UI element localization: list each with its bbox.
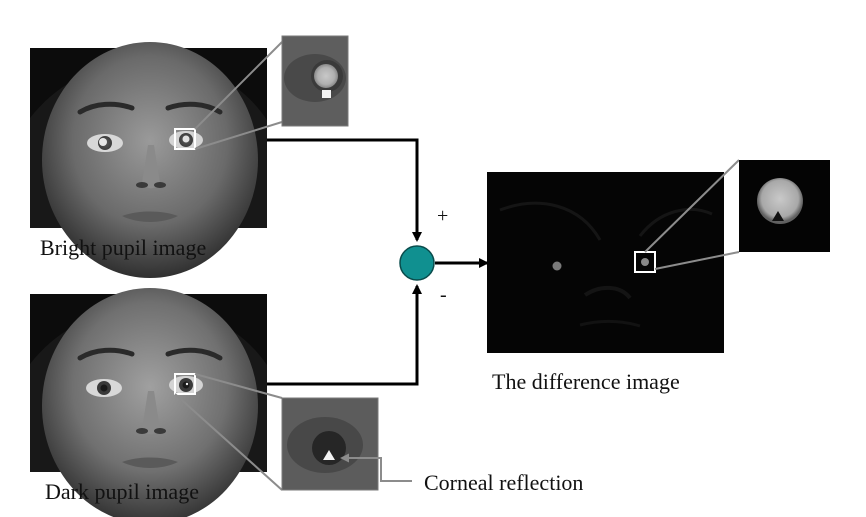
difference-zoom-leader-top bbox=[644, 159, 740, 253]
dark-pupil-zoom-inset bbox=[281, 397, 379, 491]
subtract-node bbox=[399, 245, 435, 281]
difference-caption: The difference image bbox=[492, 369, 680, 394]
bright-zoom-leader-bottom bbox=[194, 121, 283, 150]
bright-pupil-zoom-inset bbox=[281, 35, 349, 127]
dark-zoom-leader-top bbox=[194, 373, 283, 399]
dark-to-node-arrow bbox=[267, 284, 422, 386]
difference-pupil-zoom-inset bbox=[739, 160, 830, 252]
plus-sign: + bbox=[437, 205, 449, 227]
corneal-reflection-pointer bbox=[340, 453, 412, 482]
bright-eye-highlight-box bbox=[174, 128, 196, 150]
corneal-reflection-label: Corneal reflection bbox=[424, 470, 584, 495]
dark-zoom-leader-bottom bbox=[174, 393, 283, 491]
dark-eye-highlight-box bbox=[174, 373, 196, 395]
bright-to-node-arrow bbox=[267, 138, 422, 242]
minus-sign: - bbox=[440, 284, 447, 306]
bright-zoom-leader-top bbox=[194, 41, 283, 130]
difference-zoom-leader-bottom bbox=[654, 251, 740, 270]
bright-pupil-caption: Bright pupil image bbox=[40, 235, 207, 260]
dark-pupil-caption: Dark pupil image bbox=[45, 479, 199, 504]
